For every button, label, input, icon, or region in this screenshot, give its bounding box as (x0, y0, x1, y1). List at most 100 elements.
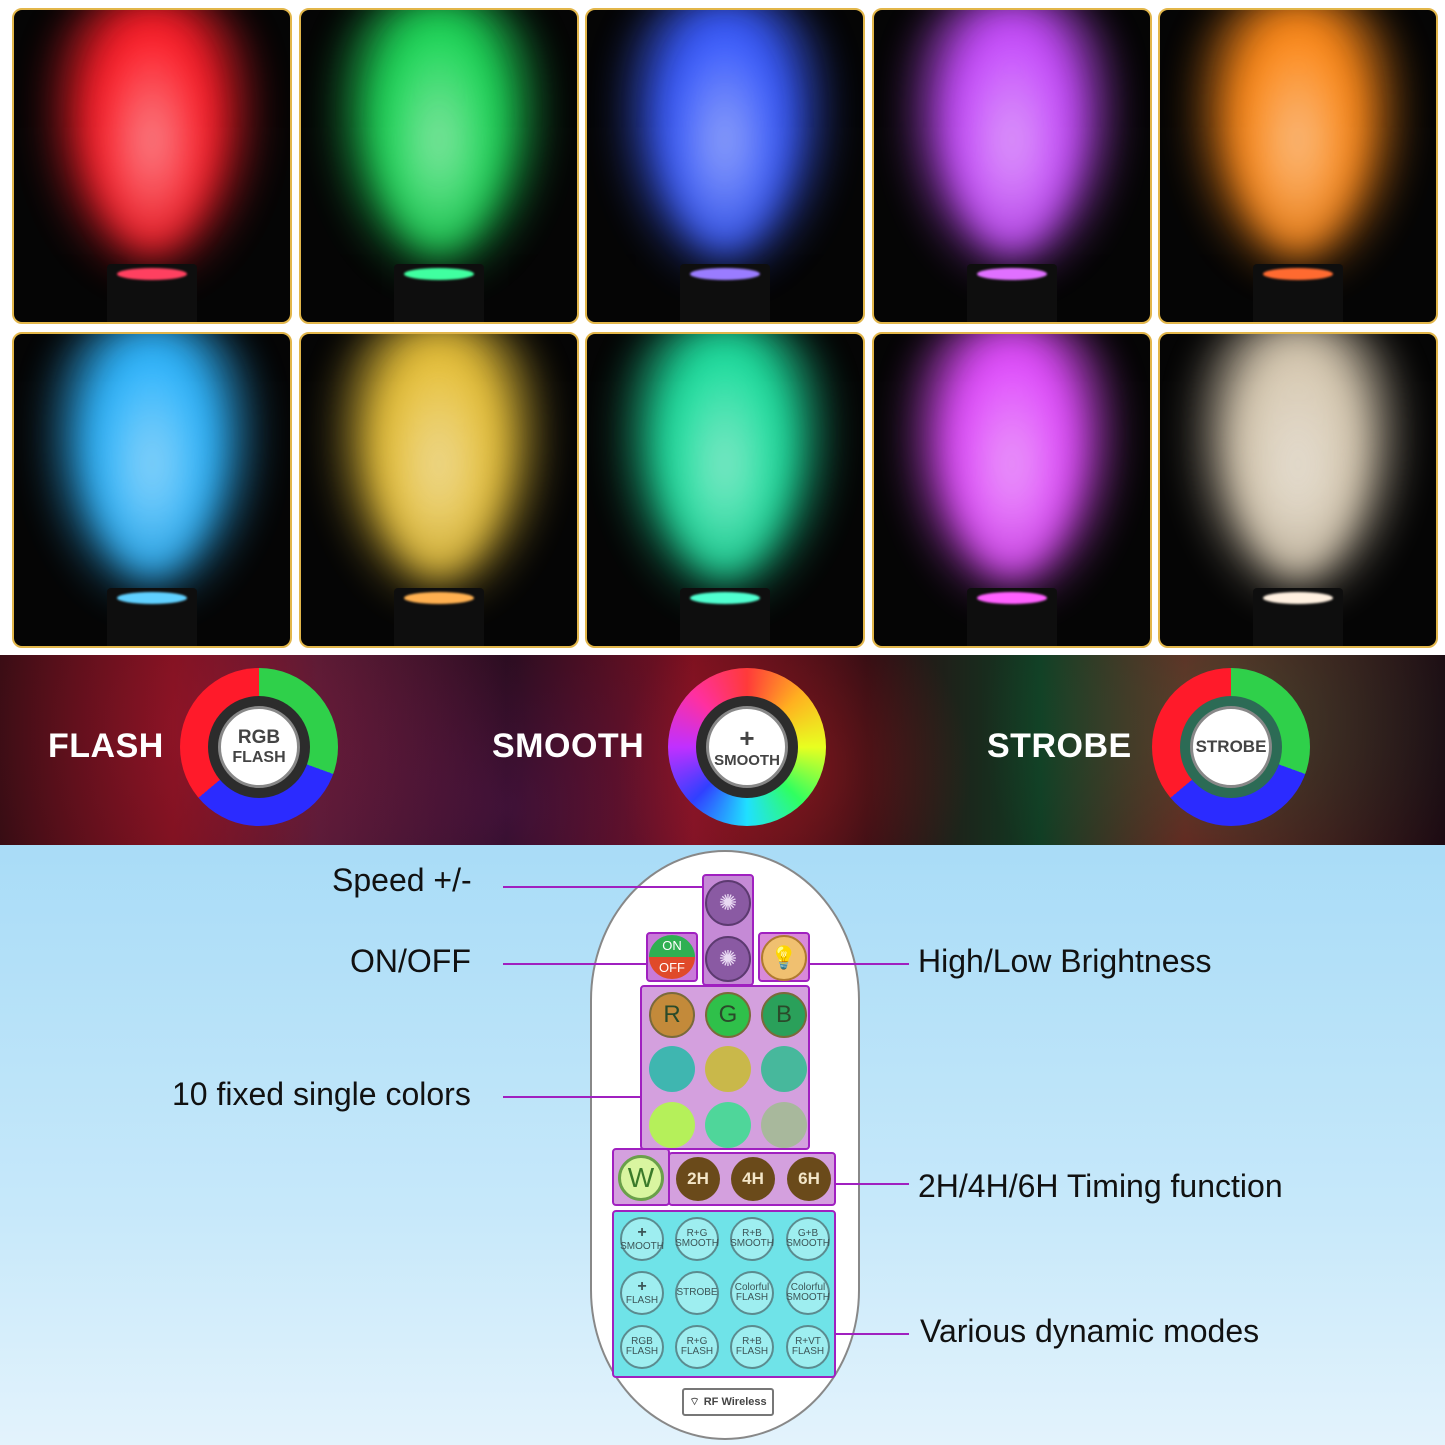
light-core (957, 30, 1067, 250)
spotlight-lens (117, 592, 187, 604)
flash-mode-label: FLASH (48, 727, 164, 765)
spotlight-lens (1263, 268, 1333, 280)
spotlight-fixture (394, 264, 484, 322)
color-tile (12, 332, 292, 648)
mode-line1: + (637, 1278, 647, 1296)
color-button[interactable] (761, 1046, 807, 1092)
spotlight-lens (977, 592, 1047, 604)
mode-line1: G+B (797, 1227, 819, 1239)
speed-up-button[interactable]: ✺ (705, 880, 751, 926)
color-button[interactable] (705, 1046, 751, 1092)
color-tiles-grid (0, 0, 1445, 655)
spotlight-fixture (1253, 588, 1343, 646)
mode-line1: R+B (742, 1227, 762, 1239)
spotlight-fixture (967, 264, 1057, 322)
callout-brightness: High/Low Brightness (918, 943, 1212, 979)
wifi-icon: ⌔ (689, 1396, 700, 1408)
strobe-mode-icon: STROBE (1152, 668, 1310, 826)
rf-label: RF Wireless (703, 1396, 767, 1408)
white-button[interactable]: W (618, 1155, 664, 1201)
mode-line2: FLASH (735, 1346, 769, 1357)
spotlight-fixture (680, 264, 770, 322)
color-tile (1158, 8, 1438, 324)
spotlight-lens (690, 592, 760, 604)
spotlight-fixture (107, 588, 197, 646)
mode-line1: RGB (631, 1335, 653, 1347)
smooth-mode-label: SMOOTH (492, 727, 645, 765)
color-tile (299, 332, 579, 648)
color-tile (585, 8, 865, 324)
onoff-button[interactable]: ON OFF (649, 935, 695, 979)
timer-button-6h[interactable]: 6H (787, 1157, 831, 1201)
dynamic-mode-button[interactable]: STROBE (675, 1271, 719, 1315)
light-core (384, 354, 494, 574)
color-tile (585, 332, 865, 648)
smooth-button-line1: + (739, 723, 755, 754)
mode-line1: Colorful (790, 1281, 826, 1293)
light-core (670, 30, 780, 250)
light-core (384, 30, 494, 250)
flash-button-line2: FLASH (232, 748, 286, 766)
mode-line1: R+B (742, 1335, 762, 1347)
callout-onoff-line (503, 963, 648, 965)
strobe-button-line1: STROBE (1195, 736, 1267, 756)
mode-line2: SMOOTH (675, 1238, 719, 1249)
flash-mode-icon: RGB FLASH (180, 668, 338, 826)
mode-line1: R+G (686, 1227, 708, 1239)
callout-timing-line (835, 1183, 909, 1185)
dynamic-mode-button[interactable]: +FLASH (620, 1271, 664, 1315)
mode-line2: FLASH (625, 1295, 659, 1307)
dynamic-mode-button[interactable]: +SMOOTH (620, 1217, 664, 1261)
timer-button-4h[interactable]: 4H (731, 1157, 775, 1201)
light-core (1243, 354, 1353, 574)
callout-onoff: ON/OFF (350, 943, 471, 979)
color-button[interactable] (649, 1046, 695, 1092)
light-core (670, 354, 780, 574)
bulb-icon[interactable]: 💡 (761, 935, 807, 981)
mode-line2: FLASH (791, 1346, 825, 1357)
mode-line1: R+VT (795, 1335, 821, 1347)
callout-dynamic-line (835, 1333, 909, 1335)
color-button[interactable] (649, 1102, 695, 1148)
light-core (97, 30, 207, 250)
color-button-b[interactable]: B (761, 992, 807, 1038)
light-core (957, 354, 1067, 574)
color-button[interactable] (761, 1102, 807, 1148)
mode-line1: R+G (686, 1335, 708, 1347)
mode-line2: FLASH (680, 1346, 714, 1357)
speed-down-button[interactable]: ✺ (705, 936, 751, 982)
color-button-g[interactable]: G (705, 992, 751, 1038)
mode-line1: STROBE (676, 1286, 718, 1298)
smooth-mode-icon: + SMOOTH (668, 668, 826, 826)
mode-line1: + (637, 1224, 647, 1242)
color-button-r[interactable]: R (649, 992, 695, 1038)
color-tile (12, 8, 292, 324)
spotlight-fixture (394, 588, 484, 646)
timer-button-2h[interactable]: 2H (676, 1157, 720, 1201)
mode-line2: FLASH (735, 1292, 769, 1303)
spotlight-lens (977, 268, 1047, 280)
mode-line2: SMOOTH (730, 1238, 774, 1249)
mode-line1: Colorful (734, 1281, 770, 1293)
spotlight-lens (690, 268, 760, 280)
color-button[interactable] (705, 1102, 751, 1148)
off-label: OFF (649, 957, 695, 979)
callout-brightness-line (809, 963, 909, 965)
spotlight-lens (117, 268, 187, 280)
smooth-button-line2: SMOOTH (714, 752, 780, 770)
spotlight-fixture (107, 264, 197, 322)
mode-line2: SMOOTH (786, 1238, 830, 1249)
color-tile (1158, 332, 1438, 648)
callout-dynamic: Various dynamic modes (920, 1313, 1260, 1349)
spotlight-fixture (1253, 264, 1343, 322)
rf-wireless-badge: ⌔RF Wireless (682, 1388, 774, 1416)
